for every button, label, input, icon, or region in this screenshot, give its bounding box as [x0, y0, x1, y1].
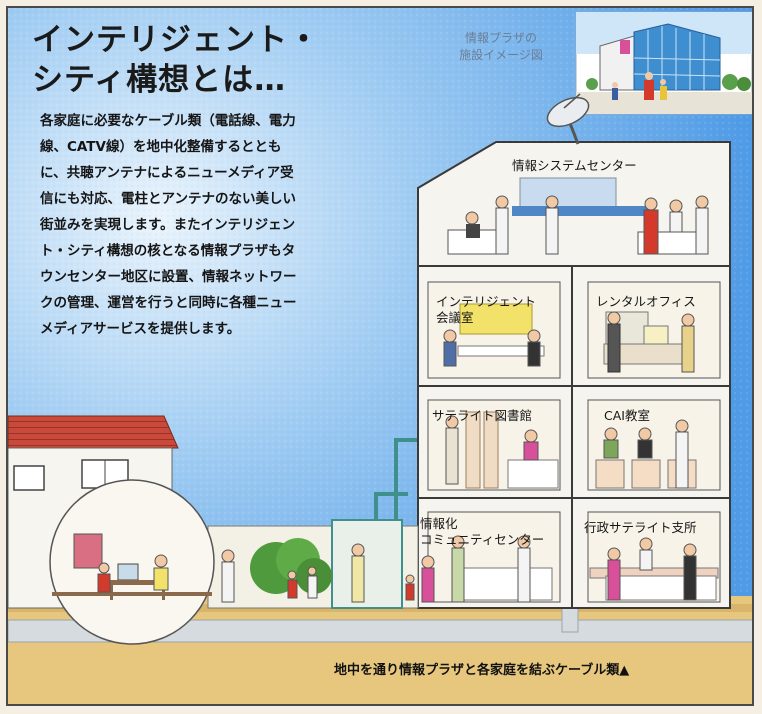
plaza-caption-line-2: 施設イメージ図: [459, 48, 543, 62]
plaza-caption-line-1: 情報プラザの: [464, 31, 537, 45]
house-interior-cutaway: [49, 479, 215, 645]
scene-illustration: [8, 8, 752, 704]
body-paragraph: 各家庭に必要なケーブル類（電話線、電力線、CATV線）を地中化整備するとともに、…: [40, 113, 297, 337]
street-people: [221, 543, 435, 603]
plaza-caption: 情報プラザの 施設イメージ図: [442, 30, 560, 64]
residential-house: [8, 415, 215, 645]
title-line-1: インテリジェント・: [32, 22, 320, 58]
label-rental-office: レンタルオフィス: [596, 294, 696, 309]
label-intelligent-meeting-room: インテリジェント 会議室: [436, 294, 537, 325]
label-satellite-library: サテライト図書館: [432, 408, 533, 423]
satellite-dish: [546, 93, 590, 145]
label-community-center: 情報化 コミュニティセンター: [420, 516, 545, 547]
title-line-2: シティ構想とは…: [32, 62, 287, 98]
label-cai-classroom: CAI教室: [604, 408, 650, 423]
plaza-facility-inset: [575, 11, 752, 115]
page-frame: インテリジェント・ シティ構想とは… 各家庭に必要なケーブル類（電話線、電力線、…: [6, 6, 754, 706]
label-admin-satellite-office: 行政サテライト支所: [584, 520, 697, 535]
label-information-system-center: 情報システムセンター: [512, 158, 637, 173]
people-in-building: [443, 195, 709, 603]
cable-caption: 地中を通り情報プラザと各家庭を結ぶケーブル類▲: [334, 663, 630, 678]
page-title: インテリジェント・ シティ構想とは…: [32, 20, 320, 100]
